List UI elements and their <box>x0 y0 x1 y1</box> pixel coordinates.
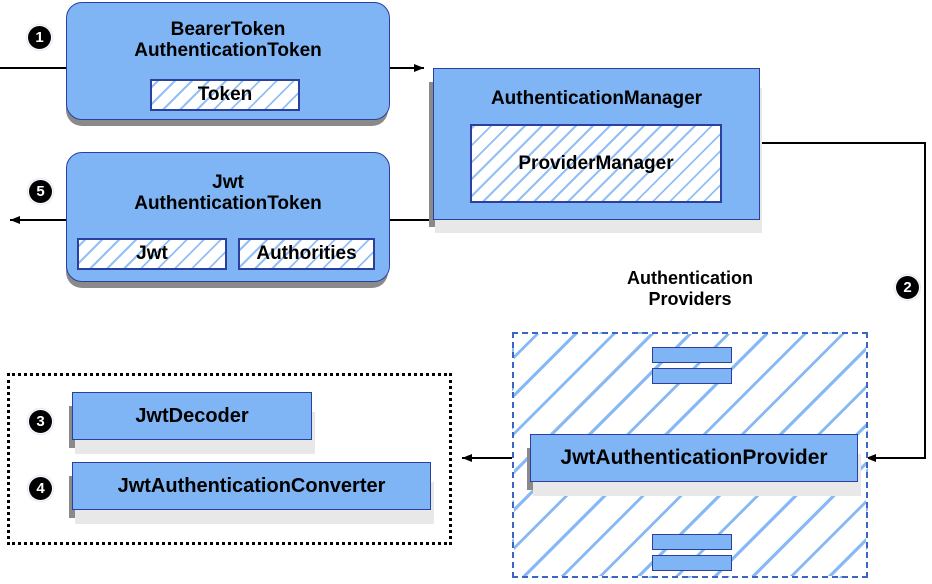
jwt-decoder-label: JwtDecoder <box>135 404 249 427</box>
jwt-token-line1: Jwt <box>212 171 244 193</box>
node-jwt-authentication-converter[interactable]: JwtAuthenticationConverter <box>72 462 431 510</box>
step-badge-5: 5 <box>29 180 52 203</box>
subbox-jwt: Jwt <box>77 238 227 270</box>
jwt-helpers-region <box>7 373 452 545</box>
step-badge-4: 4 <box>29 477 52 500</box>
authentication-providers-title-line2: Providers <box>648 289 732 310</box>
jwt-token-line2: AuthenticationToken <box>134 193 322 214</box>
provider-bar-bottom-1 <box>652 534 732 550</box>
jwt-authentication-provider-label: JwtAuthenticationProvider <box>560 446 828 470</box>
connector-manager-to-provider <box>760 142 926 462</box>
provider-bar-top-1 <box>652 347 732 363</box>
subbox-authorities: Authorities <box>238 238 375 270</box>
authentication-providers-title: Authentication Providers <box>592 268 788 310</box>
provider-bar-top-2 <box>652 368 732 384</box>
node-jwt-authentication-provider[interactable]: JwtAuthenticationProvider <box>530 434 858 482</box>
bearer-token-line2: AuthenticationToken <box>134 40 322 61</box>
jwt-authentication-converter-label: JwtAuthenticationConverter <box>117 474 386 497</box>
subbox-provider-manager: ProviderManager <box>470 124 722 203</box>
step-badge-2: 2 <box>896 276 919 299</box>
subbox-token: Token <box>150 79 300 111</box>
node-jwt-decoder[interactable]: JwtDecoder <box>72 392 312 440</box>
step-badge-1: 1 <box>28 26 51 49</box>
bearer-token-line1: BearerToken <box>170 18 286 40</box>
authentication-providers-title-line1: Authentication <box>627 268 753 288</box>
authentication-manager-label: AuthenticationManager <box>490 88 703 109</box>
provider-bar-bottom-2 <box>652 555 732 571</box>
step-badge-3: 3 <box>29 410 52 433</box>
